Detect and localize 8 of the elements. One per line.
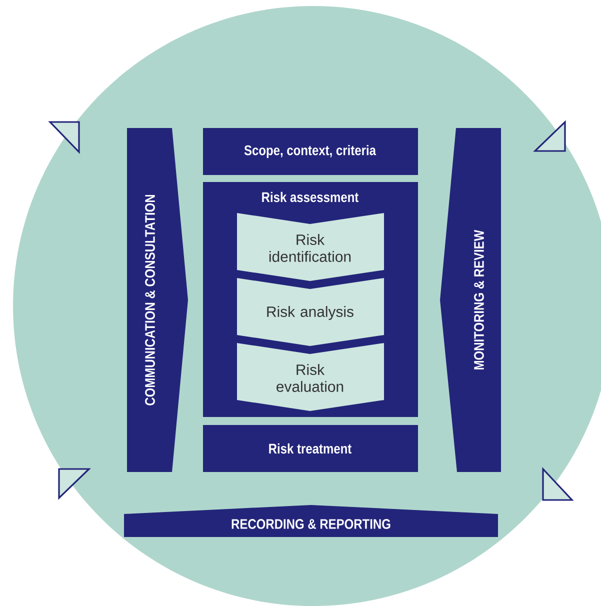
- process-box: Risk treatment: [203, 425, 418, 472]
- process-box: Scope, context, criteria: [203, 128, 418, 175]
- side-band: COMMUNICATION & CONSULTATION: [127, 128, 188, 472]
- bottom-band: RECORDING & REPORTING: [124, 505, 498, 537]
- chevron-box: Risk identification: [237, 213, 384, 281]
- chevron-box: Risk evaluation: [237, 343, 384, 411]
- side-band: MONITORING & REVIEW: [440, 128, 501, 472]
- chevron-box: Risk analysis: [237, 278, 384, 346]
